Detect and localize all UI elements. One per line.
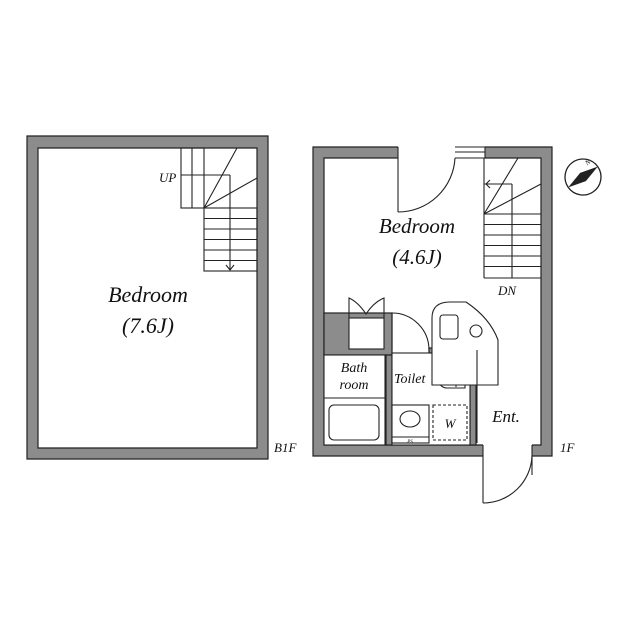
bath-label-2: room — [339, 378, 368, 393]
kitchen-sink — [439, 314, 459, 340]
north-label: N — [583, 158, 593, 168]
1f-plan: DN Bedroom (4.6J) Bath room Toilet PS W — [312, 146, 576, 504]
washer-label: W — [445, 416, 457, 431]
entrance-door[interactable] — [482, 455, 533, 504]
b1f-bedroom-label: Bedroom — [108, 282, 188, 307]
1f-stairs — [483, 157, 542, 279]
dn-label: DN — [497, 283, 517, 298]
b1f-bedroom-size: (7.6J) — [122, 313, 174, 338]
bedroom-door[interactable] — [397, 157, 456, 213]
toilet-label: Toilet — [394, 372, 426, 387]
entrance-label: Ent. — [491, 407, 520, 426]
closet-doors[interactable] — [348, 297, 385, 318]
b1f-plan: UP Bedroom (7.6J) B1F — [26, 135, 297, 460]
ps-label: PS — [406, 440, 413, 445]
closet — [348, 317, 385, 350]
kitchen-counter — [431, 301, 499, 386]
bathtub — [328, 404, 380, 441]
stove — [469, 324, 483, 338]
up-label: UP — [159, 170, 176, 185]
bath-label-1: Bath — [341, 361, 367, 376]
b1f-level-label: B1F — [274, 440, 297, 455]
1f-bedroom-size: (4.6J) — [392, 245, 442, 269]
1f-bedroom-label: Bedroom — [379, 214, 455, 238]
1f-level-label: 1F — [560, 440, 576, 455]
compass-icon: N — [564, 158, 602, 196]
b1f-stairs — [180, 147, 258, 272]
toilet-door[interactable] — [391, 312, 430, 351]
washer-space — [432, 404, 468, 441]
